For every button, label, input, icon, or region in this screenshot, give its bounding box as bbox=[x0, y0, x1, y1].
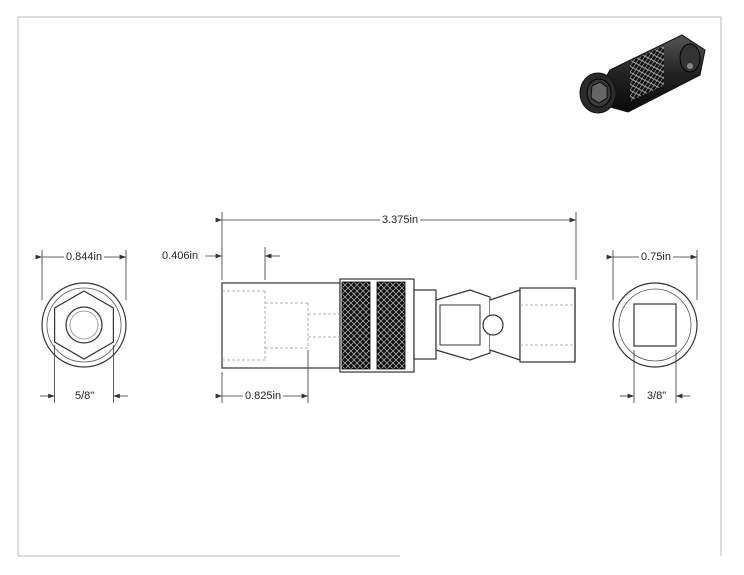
socket-depth-label: 0.825in bbox=[243, 390, 284, 402]
right-outer-diameter-label: 0.75in bbox=[639, 251, 673, 263]
side-view bbox=[205, 212, 577, 403]
left-hex-size-label: 5/8" bbox=[73, 390, 97, 402]
right-square-drive-label: 3/8" bbox=[645, 390, 669, 402]
right-end-view bbox=[606, 250, 698, 403]
isometric-view bbox=[579, 34, 706, 114]
overall-length-label: 3.375in bbox=[380, 214, 421, 226]
hex-end-offset-label: 0.406in bbox=[160, 250, 201, 262]
left-outer-diameter-label: 0.844in bbox=[64, 251, 105, 263]
sheet-border bbox=[17, 16, 722, 557]
left-end-view bbox=[35, 250, 128, 403]
